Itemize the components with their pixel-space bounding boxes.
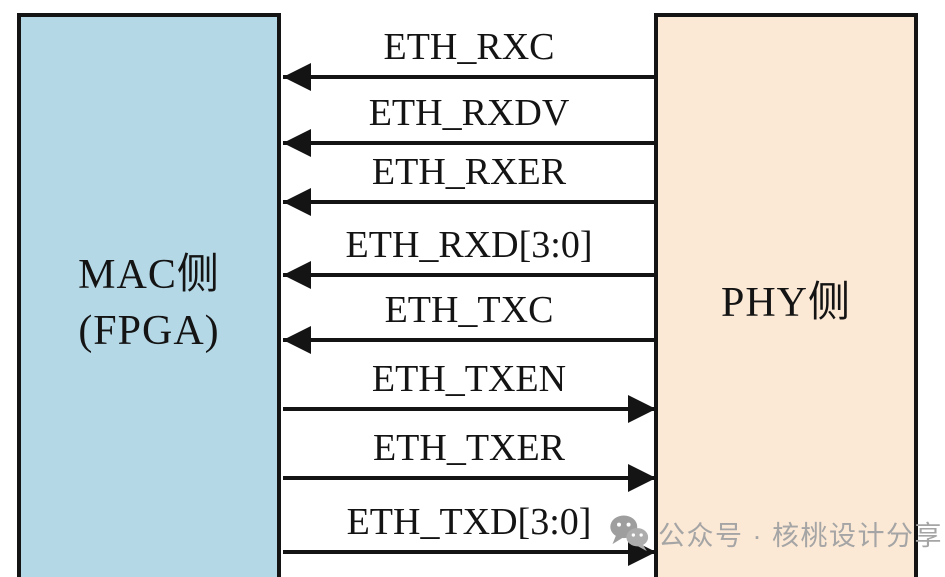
signal-label: ETH_TXEN: [371, 358, 567, 400]
signal-line: [283, 273, 656, 277]
mac-block-title: MAC侧: [78, 252, 220, 298]
mac-block: MAC侧 (FPGA): [17, 13, 281, 577]
signal-label: ETH_TXC: [384, 289, 554, 331]
signal-line: [283, 338, 656, 342]
arrow-right-icon: [628, 395, 656, 423]
signal-label: ETH_TXER: [372, 427, 566, 469]
signal-label: ETH_TXD[3:0]: [346, 501, 592, 543]
signal-line: [283, 476, 656, 480]
phy-block-label: PHY侧: [658, 275, 914, 331]
mac-block-subtitle: (FPGA): [78, 308, 220, 354]
signal-label: ETH_RXDV: [368, 92, 570, 134]
mac-block-label: MAC侧 (FPGA): [21, 247, 277, 359]
signal-line: [283, 75, 656, 79]
arrow-left-icon: [283, 129, 311, 157]
arrow-left-icon: [283, 63, 311, 91]
signal-line: [283, 200, 656, 204]
signal-label: ETH_RXC: [383, 26, 555, 68]
arrow-left-icon: [283, 326, 311, 354]
arrow-left-icon: [283, 261, 311, 289]
signal-line: [283, 407, 656, 411]
arrow-right-icon: [628, 538, 656, 566]
signal-label: ETH_RXD[3:0]: [345, 224, 593, 266]
signal-line: [283, 141, 656, 145]
arrow-right-icon: [628, 464, 656, 492]
arrow-left-icon: [283, 188, 311, 216]
signal-line: [283, 550, 656, 554]
phy-block: PHY侧: [654, 13, 918, 577]
phy-block-title: PHY侧: [720, 280, 852, 326]
signal-label: ETH_RXER: [371, 151, 567, 193]
